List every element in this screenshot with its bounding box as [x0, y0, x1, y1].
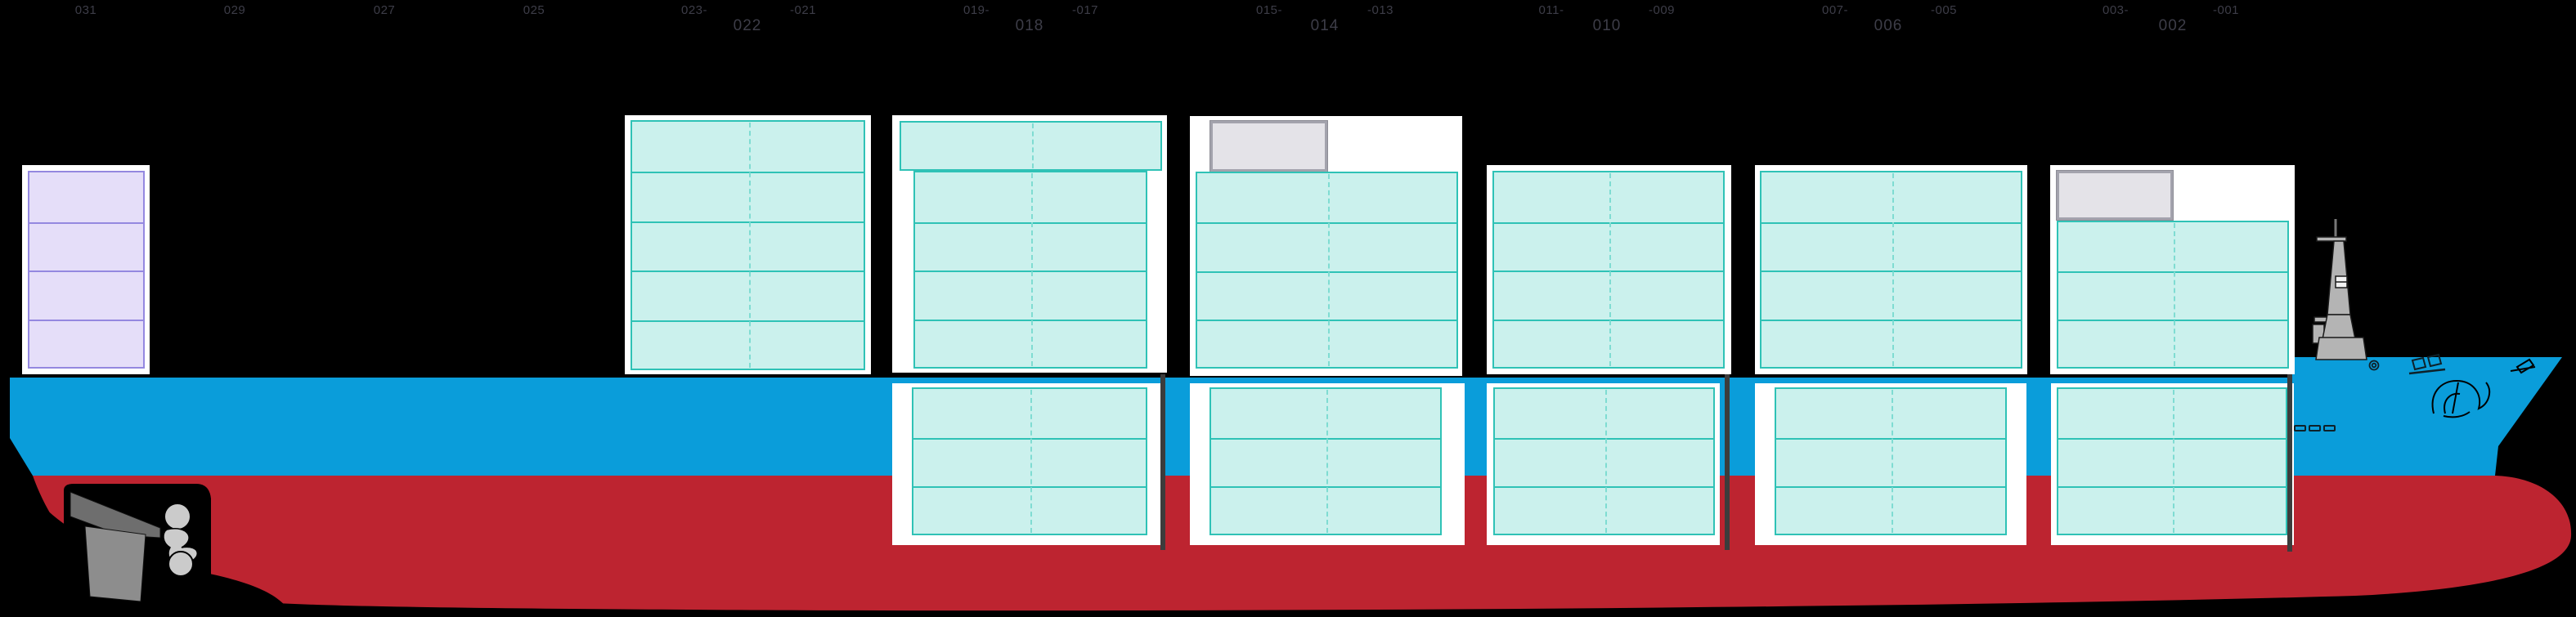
bay-label-005: -005: [1930, 3, 1958, 17]
tier-divider: [632, 172, 864, 174]
bay-label-022: 022: [733, 17, 762, 34]
cell-grid[interactable]: [1775, 387, 2007, 535]
bay-label-014: 014: [1310, 17, 1340, 34]
tier-divider: [913, 438, 1146, 440]
tier-divider: [2058, 320, 2287, 321]
bay-label-003: 003-: [2102, 3, 2129, 17]
mooring-winch-icon: [2408, 353, 2446, 375]
tier-divider: [2058, 271, 2287, 273]
bay-label-001: -001: [2212, 3, 2240, 17]
hold-bulkhead-line: [1725, 374, 1730, 550]
hold-bulkhead-line: [2287, 374, 2292, 552]
bay-label-031: 031: [74, 3, 97, 17]
tier-divider: [1197, 222, 1456, 225]
propeller: [163, 503, 199, 577]
row-center-divider: [1030, 390, 1032, 533]
bay-label-009: -009: [1648, 3, 1676, 17]
tier-divider: [913, 486, 1146, 488]
tier-divider: [1761, 270, 2021, 272]
tier-divider: [1494, 319, 1723, 321]
tier-divider: [29, 319, 143, 321]
row-center-divider: [1031, 123, 1034, 168]
bow-flag-icon: [2510, 358, 2536, 374]
bay-label-019: 019-: [963, 3, 990, 17]
bay-label-018: 018: [1015, 17, 1044, 34]
bay-label-011: 011-: [1538, 3, 1564, 17]
bay-label-007: 007-: [1821, 3, 1849, 17]
row-center-divider: [2173, 390, 2174, 533]
tier-divider: [1495, 486, 1713, 488]
bay-label-010: 010: [1592, 17, 1622, 34]
fairlead-icon: [2368, 360, 2380, 371]
row-center-divider: [1327, 174, 1330, 366]
mast-base: [2315, 337, 2367, 360]
cell-grid[interactable]: [1196, 172, 1458, 369]
cell-grid[interactable]: [28, 171, 145, 369]
cell-grid[interactable]: [1493, 387, 1715, 535]
tier-divider: [2058, 438, 2286, 440]
row-center-divider: [2174, 223, 2175, 366]
row-center-divider: [1604, 390, 1607, 533]
rudder: [70, 491, 161, 602]
tier-divider: [1776, 486, 2005, 488]
bay-label-029: 029: [223, 3, 246, 17]
bay-label-013: -013: [1367, 3, 1394, 17]
bay-label-023: 023-: [680, 3, 708, 17]
tier-divider: [915, 319, 1146, 321]
foremast: [2312, 219, 2367, 360]
hold-bulkhead-line: [1160, 374, 1165, 550]
cell-grid[interactable]: [2057, 221, 2289, 369]
bay-label-025: 025: [523, 3, 545, 17]
cell-grid[interactable]: [900, 121, 1162, 171]
container-slot-filled[interactable]: [2056, 170, 2174, 221]
tier-divider: [915, 270, 1146, 272]
row-center-divider: [1892, 173, 1894, 366]
tier-divider: [1494, 221, 1723, 224]
tier-divider: [29, 270, 143, 272]
tier-divider: [1494, 270, 1723, 272]
cell-grid[interactable]: [1492, 171, 1725, 369]
row-center-divider: [1031, 173, 1033, 366]
tier-divider: [1495, 438, 1713, 440]
container-slot-filled[interactable]: [1209, 120, 1328, 172]
tier-divider: [1761, 221, 2021, 224]
bay-label-021: -021: [789, 3, 817, 17]
bay-label-015: 015-: [1255, 3, 1283, 17]
tier-divider: [29, 221, 143, 224]
row-center-divider: [1892, 390, 1893, 533]
tier-divider: [1197, 270, 1456, 273]
cell-grid[interactable]: [912, 387, 1147, 535]
bay-label-006: 006: [1874, 17, 1903, 34]
bay-label-017: -017: [1071, 3, 1099, 17]
cell-grid[interactable]: [1209, 387, 1442, 535]
cell-grid[interactable]: [631, 120, 865, 370]
tier-divider: [1761, 319, 2021, 321]
tier-divider: [2058, 486, 2286, 488]
tier-divider: [1211, 486, 1440, 488]
tier-divider: [632, 221, 864, 223]
bay-label-002: 002: [2158, 17, 2188, 34]
cell-grid[interactable]: [1760, 171, 2022, 369]
cell-grid[interactable]: [2057, 387, 2287, 535]
bay-label-027: 027: [373, 3, 396, 17]
draft-marks: [2294, 425, 2336, 431]
row-center-divider: [1609, 173, 1611, 366]
tier-divider: [1776, 438, 2005, 440]
row-center-divider: [1326, 390, 1328, 533]
tier-divider: [915, 221, 1146, 224]
tier-divider: [1197, 319, 1456, 321]
tier-divider: [632, 270, 864, 273]
mast-crossbar: [2316, 236, 2347, 242]
anchor-icon: [2431, 379, 2491, 418]
tier-divider: [632, 320, 864, 322]
cell-grid[interactable]: [913, 171, 1147, 369]
tier-divider: [1211, 438, 1440, 440]
row-center-divider: [748, 123, 751, 368]
